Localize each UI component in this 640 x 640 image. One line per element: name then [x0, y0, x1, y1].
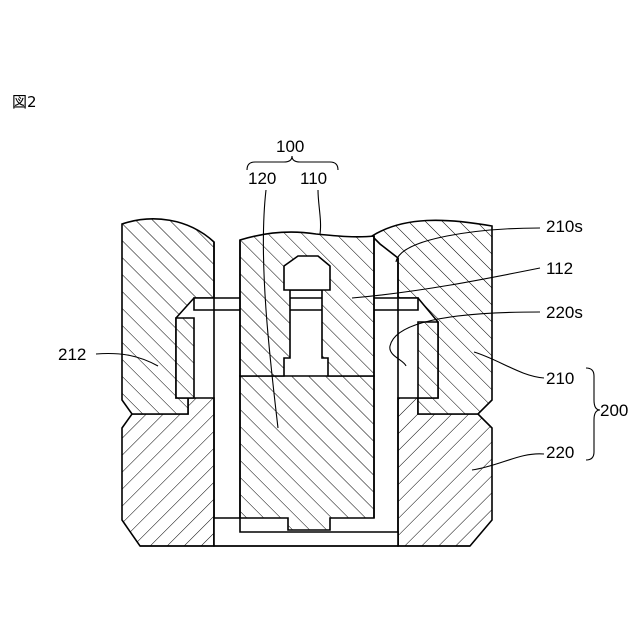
collar-right [418, 322, 438, 398]
leader-110 [318, 190, 321, 234]
label-100: 100 [276, 137, 304, 156]
cavity-110 [284, 256, 330, 290]
label-210s: 210s [546, 217, 583, 236]
brace-200 [586, 368, 600, 460]
figure-title: 図2 [12, 93, 37, 111]
collar-left [176, 318, 194, 398]
upper-body-left [122, 219, 214, 414]
ring-groove [194, 298, 418, 310]
label-112: 112 [546, 259, 573, 278]
label-212: 212 [58, 345, 86, 364]
lower-body-left [122, 398, 214, 546]
label-200: 200 [600, 401, 628, 420]
label-110: 110 [300, 169, 327, 188]
label-220: 220 [546, 443, 574, 462]
lower-body-right [398, 398, 492, 546]
label-210: 210 [546, 369, 574, 388]
label-220s: 220s [546, 303, 583, 322]
inner-core-120 [240, 376, 374, 530]
label-120: 120 [248, 169, 276, 188]
brace-100 [247, 156, 338, 170]
